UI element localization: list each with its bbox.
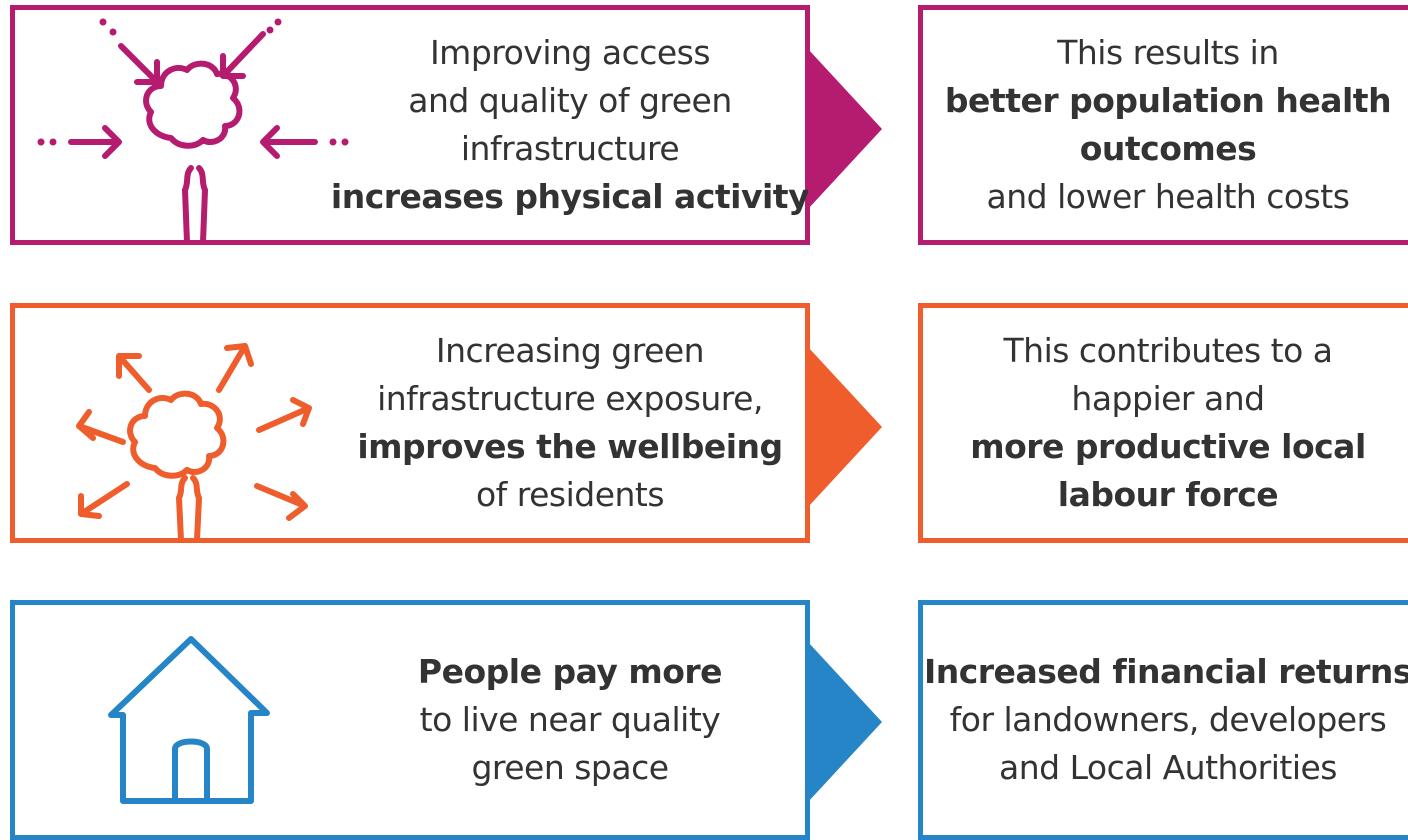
cause-text-line: of residents <box>475 475 665 514</box>
cause-box-housing: People pay more to live near quality green… <box>10 600 810 840</box>
cause-text-housing: People pay more to live near quality green… <box>330 605 810 835</box>
outcome-text-housing: Increased financial returns for landowner… <box>923 605 1408 835</box>
outcome-text-line: happier and <box>1071 379 1265 418</box>
outcome-text-line: Increased financial returns <box>923 652 1408 691</box>
outcome-text-line: more productive local <box>970 427 1366 466</box>
outcome-text-line: for landowners, developers <box>949 700 1387 739</box>
arrow-pointer-wellbeing <box>808 347 882 507</box>
cause-text-line: Increasing green <box>435 331 705 370</box>
outcome-text-line: This contributes to a <box>1003 331 1333 370</box>
outcome-box-wellbeing: This contributes to a happier and more pro… <box>918 303 1408 543</box>
outcome-text-line: better population health <box>944 81 1392 120</box>
house-icon <box>108 636 270 804</box>
cause-text-line: to live near quality <box>419 700 721 739</box>
cause-text-line: People pay more <box>417 652 723 691</box>
benefit-row-activity: Improving access and quality of green infr… <box>0 5 1408 250</box>
outcome-text-line: and lower health costs <box>986 177 1350 216</box>
arrow-pointer-housing <box>808 642 882 802</box>
cause-text-line: infrastructure exposure, <box>377 379 763 418</box>
benefit-row-wellbeing: Increasing green infrastructure exposure,… <box>0 303 1408 548</box>
cause-text-line: improves the wellbeing <box>357 427 783 466</box>
tree-with-outward-arrows-icon <box>76 343 312 538</box>
tree-with-inward-arrows-icon <box>37 18 349 240</box>
cause-text-wellbeing: Increasing green infrastructure exposure,… <box>330 308 810 538</box>
outcome-text-line: This results in <box>1057 33 1279 72</box>
benefit-row-housing: People pay more to live near quality green… <box>0 600 1408 840</box>
outcome-text-line: and Local Authorities <box>999 748 1337 787</box>
outcome-text-wellbeing: This contributes to a happier and more pro… <box>923 308 1408 538</box>
outcome-text-activity: This results in better population health o… <box>923 10 1408 240</box>
cause-text-line: and quality of green <box>408 81 732 120</box>
outcome-text-line: outcomes <box>1079 129 1257 168</box>
cause-text-line: Improving access <box>429 33 711 72</box>
cause-text-line: increases physical activity <box>330 177 810 216</box>
cause-text-line: infrastructure <box>460 129 680 168</box>
cause-box-activity: Improving access and quality of green infr… <box>10 5 810 245</box>
outcome-text-line: labour force <box>1057 475 1279 514</box>
outcome-box-housing: Increased financial returns for landowner… <box>918 600 1408 840</box>
cause-box-wellbeing: Increasing green infrastructure exposure,… <box>10 303 810 543</box>
arrow-pointer-activity <box>808 49 882 209</box>
cause-text-activity: Improving access and quality of green infr… <box>330 10 810 240</box>
outcome-box-activity: This results in better population health o… <box>918 5 1408 245</box>
cause-text-line: green space <box>471 748 669 787</box>
